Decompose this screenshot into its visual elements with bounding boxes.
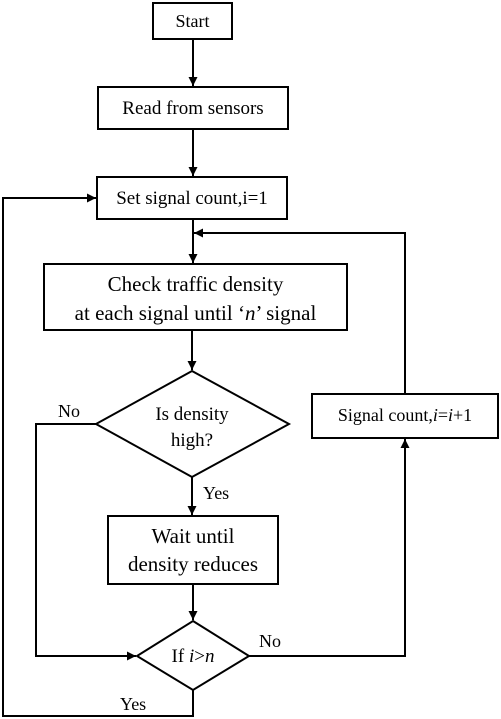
if-no-label: No xyxy=(259,631,281,651)
set-signal-count-label: Set signal count,i=1 xyxy=(116,188,268,209)
wait-line2: density reduces xyxy=(128,552,258,576)
density-decision-line2: high? xyxy=(171,430,213,451)
density-no-label: No xyxy=(58,401,80,421)
density-decision-node: Is density high? xyxy=(93,369,292,479)
read-sensors-label: Read from sensors xyxy=(122,98,263,119)
check-density-node: Check traffic density at each signal unt… xyxy=(43,263,348,331)
density-yes-label: Yes xyxy=(203,483,229,503)
if-yes-label: Yes xyxy=(120,694,146,714)
arrow-if-no-to-increment xyxy=(249,439,410,657)
increment-node: Signal count,i=i+1 xyxy=(311,393,499,439)
arrow-if-yes-to-set xyxy=(2,193,194,717)
density-decision-line1: Is density xyxy=(155,404,229,425)
start-label: Start xyxy=(176,11,210,31)
if-decision-node: If i>n xyxy=(135,619,251,692)
read-sensors-node: Read from sensors xyxy=(97,86,289,130)
wait-line1: Wait until xyxy=(152,524,235,548)
increment-label: Signal count,i=i+1 xyxy=(338,405,472,425)
start-node: Start xyxy=(152,2,233,40)
check-density-line1: Check traffic density xyxy=(108,272,284,296)
arrow-increment-to-check xyxy=(194,228,406,394)
check-density-line2: at each signal until ‘n’ signal xyxy=(75,301,317,325)
if-decision-label: If i>n xyxy=(172,646,215,667)
wait-node: Wait until density reduces xyxy=(107,515,279,585)
set-signal-count-node: Set signal count,i=1 xyxy=(96,176,288,220)
arrow-density-no-to-if xyxy=(35,423,136,661)
